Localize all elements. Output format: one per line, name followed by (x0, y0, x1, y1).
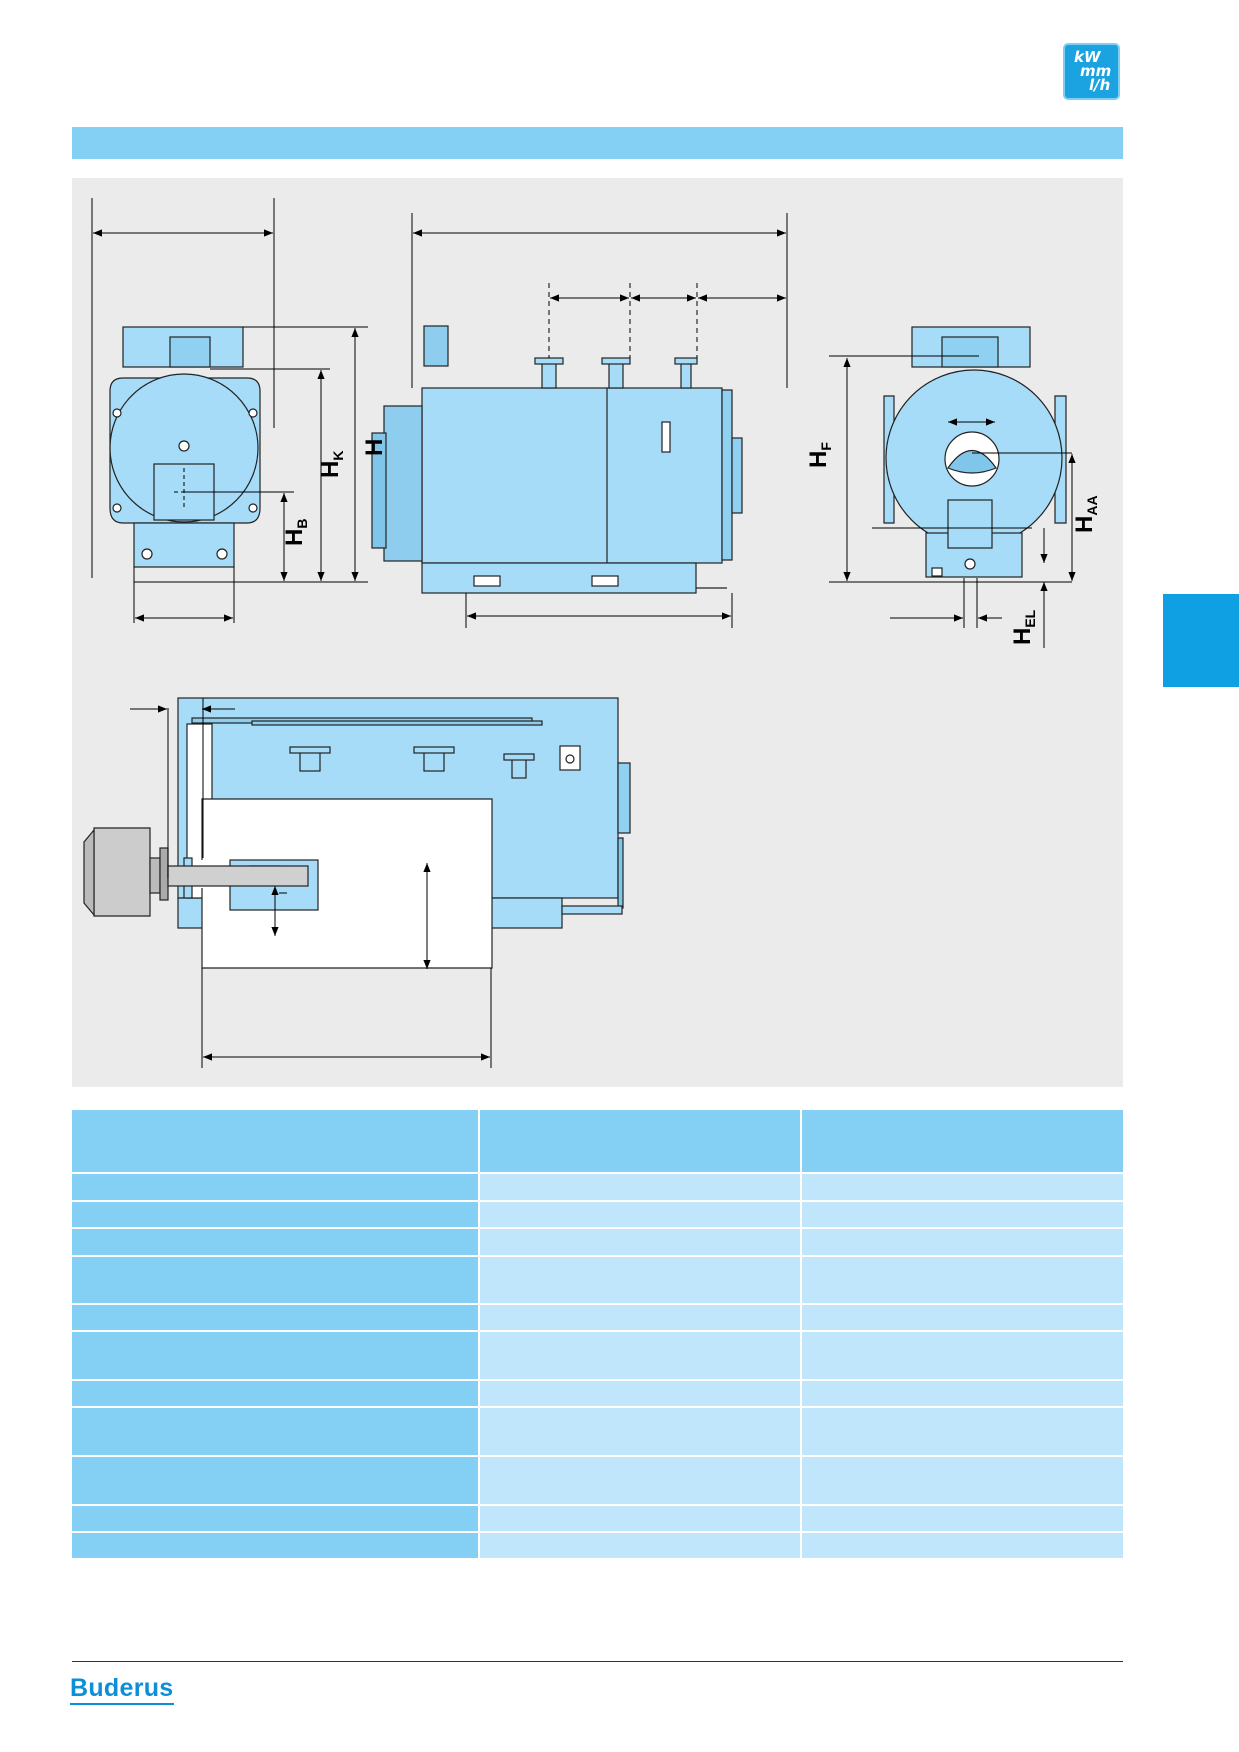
label-haa: H (1071, 516, 1098, 533)
buderus-logo: Buderus (70, 1674, 174, 1705)
svg-text:HEL: HEL (1009, 609, 1038, 645)
unit-badge: kW mm l/h (1063, 43, 1120, 100)
svg-text:HAA: HAA (1071, 495, 1100, 533)
table-row (72, 1229, 1123, 1255)
dimension-drawing: H HK HB HF HAA HEL (72, 178, 1123, 1087)
footer-divider (72, 1661, 1123, 1662)
front-view (109, 326, 261, 568)
badge-mm: mm (1080, 62, 1112, 80)
label-h: H (361, 439, 388, 456)
label-hf: H (805, 451, 832, 468)
table-row (72, 1457, 1123, 1504)
table-row (72, 1202, 1123, 1227)
label-hf-sub: F (818, 442, 834, 451)
table-row (72, 1381, 1123, 1406)
boiler-dimension-svg: H HK HB HF HAA HEL (83, 198, 1100, 1068)
section-view (177, 697, 631, 969)
table-row (72, 1332, 1123, 1379)
side-view (371, 325, 743, 594)
label-hk-sub: K (330, 451, 346, 461)
rear-view (883, 326, 1067, 578)
table-row (72, 1257, 1123, 1303)
badge-lh: l/h (1089, 76, 1111, 94)
svg-text:HF: HF (805, 442, 834, 468)
table-row (72, 1174, 1123, 1200)
svg-text:HB: HB (281, 519, 310, 546)
label-hb: H (281, 529, 308, 546)
table-row (72, 1506, 1123, 1531)
table-header-row (72, 1110, 1123, 1172)
svg-text:HK: HK (317, 451, 346, 478)
label-hel: H (1009, 628, 1036, 645)
chapter-tab (1163, 594, 1239, 687)
title-bar (72, 127, 1123, 159)
badge-kw: kW (1074, 48, 1101, 66)
table-row (72, 1533, 1123, 1558)
label-haa-sub: AA (1084, 495, 1100, 515)
table-row (72, 1305, 1123, 1330)
table-row (72, 1408, 1123, 1455)
label-hb-sub: B (294, 519, 310, 529)
label-hk: H (317, 461, 344, 478)
label-hel-sub: EL (1022, 609, 1038, 627)
